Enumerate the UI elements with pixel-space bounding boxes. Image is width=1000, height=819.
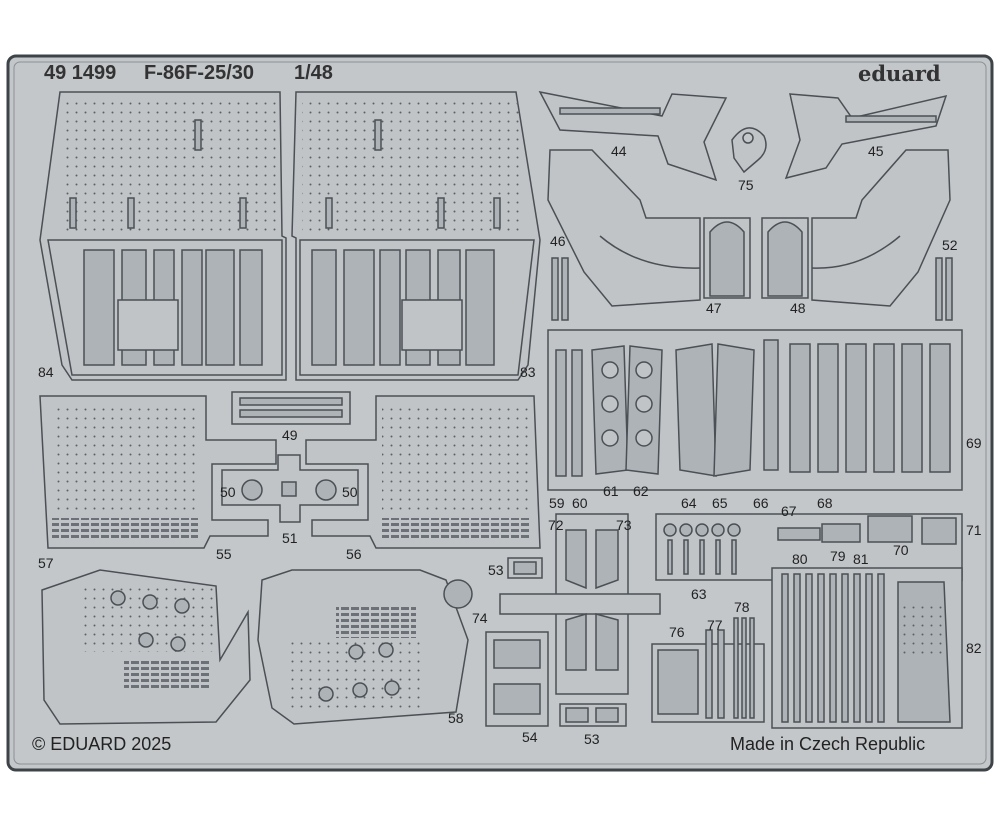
part-label: 63 (691, 586, 707, 602)
parts-72-73 (499, 513, 661, 695)
fret-inner-border (13, 61, 987, 765)
part-label: 80 (792, 551, 808, 567)
part-label: 76 (669, 624, 685, 640)
part-label: 49 (282, 427, 298, 443)
part-label: 83 (520, 364, 536, 380)
part-label: 62 (633, 483, 649, 499)
part-label: 61 (603, 483, 619, 499)
part-label: 53 (584, 731, 600, 747)
part-label: 45 (868, 143, 884, 159)
part-53-bottom (559, 703, 627, 727)
part-label: 72 (548, 517, 564, 533)
part-46 (551, 257, 569, 321)
part-label: 50 (342, 484, 358, 500)
part-58-panel (257, 569, 473, 725)
part-label: 81 (853, 551, 869, 567)
part-label: 56 (346, 546, 362, 562)
part-number: 49 1499 (44, 62, 117, 84)
part-label: 52 (942, 237, 958, 253)
part-49 (231, 391, 351, 425)
part-47-seat (547, 149, 751, 307)
part-label: 48 (790, 300, 806, 316)
part-label: 84 (38, 364, 54, 380)
part-label: 59 (549, 495, 565, 511)
part-56-panel (305, 395, 541, 549)
part-label: 58 (448, 710, 464, 726)
model-name: F-86F-25/30 (144, 62, 255, 84)
part-label: 79 (830, 548, 846, 564)
part-label: 51 (282, 530, 298, 546)
part-label: 44 (611, 143, 627, 159)
country-of-origin: Made in Czech Republic (730, 734, 926, 754)
part-label: 60 (572, 495, 588, 511)
part-55-panel (39, 395, 277, 549)
part-label: 70 (893, 542, 909, 558)
part-75 (731, 127, 767, 174)
part-label: 47 (706, 300, 722, 316)
part-label: 53 (488, 562, 504, 578)
parts-59-69-row (547, 329, 963, 491)
part-label: 73 (616, 517, 632, 533)
part-label: 54 (522, 729, 538, 745)
part-label: 66 (753, 495, 769, 511)
part-44 (538, 90, 728, 182)
part-48-seat (761, 149, 951, 307)
part-label: 74 (472, 610, 488, 626)
part-label: 71 (966, 522, 982, 538)
part-83-panel (291, 91, 541, 381)
part-57-panel (41, 569, 251, 725)
part-53-top (507, 557, 543, 579)
part-label: 78 (734, 599, 750, 615)
part-52 (935, 257, 953, 321)
part-label: 75 (738, 177, 754, 193)
part-label: 67 (781, 503, 797, 519)
part-label: 65 (712, 495, 728, 511)
part-label: 46 (550, 233, 566, 249)
scale: 1/48 (294, 62, 333, 84)
parts-76-78 (651, 617, 765, 723)
part-84-panel (39, 91, 287, 381)
part-label: 77 (707, 617, 723, 633)
part-50-51 (221, 454, 359, 523)
part-label: 50 (220, 484, 236, 500)
part-label: 55 (216, 546, 232, 562)
brand-logo: eduard (858, 61, 941, 86)
part-54 (485, 631, 549, 727)
part-label: 57 (38, 555, 54, 571)
part-label: 64 (681, 495, 697, 511)
part-label: 82 (966, 640, 982, 656)
copyright: © EDUARD 2025 (32, 734, 172, 754)
part-45 (784, 93, 948, 180)
part-label: 69 (966, 435, 982, 451)
parts-80-82 (771, 567, 963, 729)
part-label: 68 (817, 495, 833, 511)
